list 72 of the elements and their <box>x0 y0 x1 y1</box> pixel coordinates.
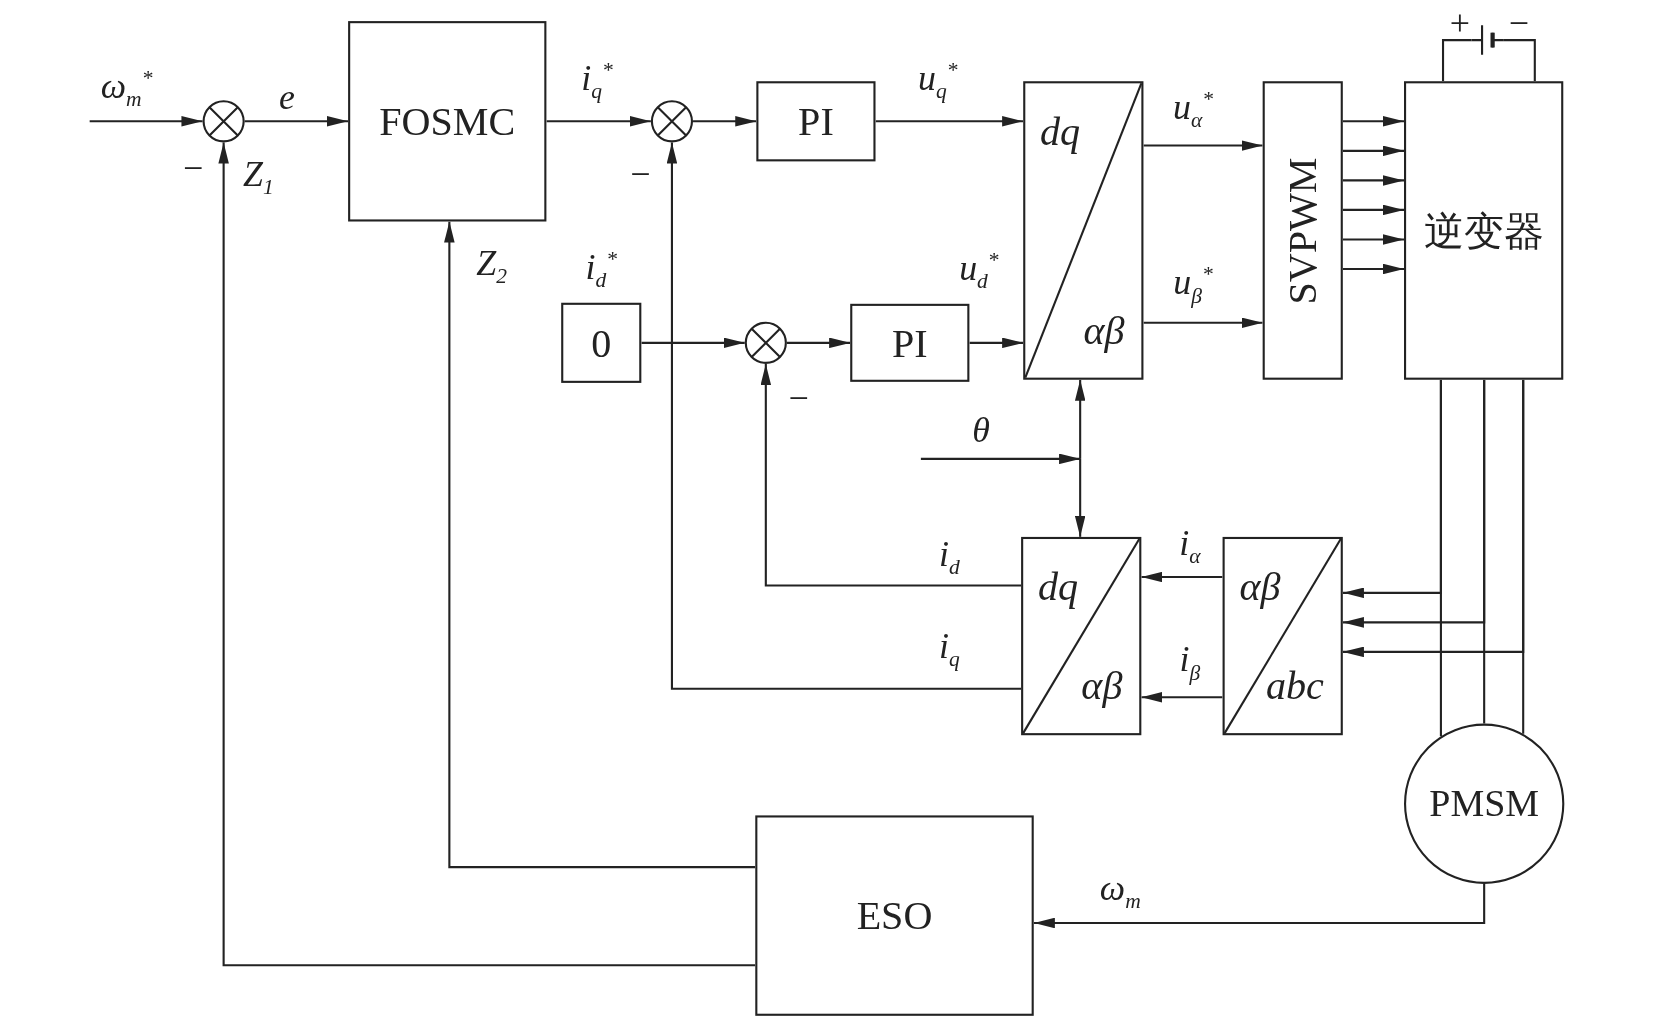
edge-label: i$_{d}$ <box>939 536 960 578</box>
arrow <box>1342 204 1404 216</box>
arrow <box>693 116 757 127</box>
connector-line <box>1503 39 1536 82</box>
arrow <box>666 142 1022 690</box>
arrow <box>244 116 349 127</box>
polarity-sign: + <box>1449 5 1471 42</box>
arrow <box>1143 140 1263 151</box>
block-label: 逆变器 <box>1423 210 1544 251</box>
summing-junction <box>202 100 245 143</box>
edge-label: e <box>278 79 295 115</box>
arrow <box>218 142 756 967</box>
block-box <box>756 81 876 162</box>
arrow <box>1342 263 1404 275</box>
edge-label: i$_{β}$ <box>1179 641 1201 684</box>
edge-label: i$_{q}$ <box>939 628 960 670</box>
transform-label: dq <box>1037 566 1079 607</box>
arrow <box>1342 175 1404 186</box>
block-box <box>1404 81 1564 380</box>
arrow <box>89 116 203 127</box>
arrow <box>920 453 1081 465</box>
sign-label: − <box>630 156 651 192</box>
arrow <box>1342 145 1404 157</box>
transform-box <box>1023 81 1144 380</box>
edge-label: θ <box>972 412 990 449</box>
arrow <box>444 221 756 869</box>
summing-junction <box>650 100 694 143</box>
arrow <box>1342 379 1525 658</box>
edge-label: Z$_{1}$ <box>243 156 274 198</box>
polarity-sign: − <box>1508 5 1530 42</box>
summing-junction <box>744 321 787 364</box>
sign-label: − <box>788 380 809 417</box>
block-box <box>850 303 970 382</box>
arrow <box>1141 692 1223 703</box>
edge-label: ω$_{m}$ <box>1099 870 1141 912</box>
block-label: PI <box>798 101 834 142</box>
arrow <box>641 337 745 349</box>
edge-label: Z$_{2}$ <box>476 245 507 287</box>
block-label: FOSMC <box>379 101 516 142</box>
arrow <box>1074 379 1086 459</box>
block-box <box>348 21 547 222</box>
arrow <box>546 116 651 127</box>
block-box <box>755 815 1034 1016</box>
transform-label: αβ <box>1239 566 1281 607</box>
arrow <box>1033 883 1486 929</box>
connector-line <box>1441 39 1472 82</box>
arrow <box>875 116 1024 127</box>
arrow <box>1342 379 1486 628</box>
edge-label: i$_{α}$ <box>1179 525 1201 568</box>
transform-box <box>1021 536 1142 736</box>
arrow <box>1342 234 1404 245</box>
transform-box <box>1222 536 1343 736</box>
transform-label: αβ <box>1083 310 1125 351</box>
arrow <box>1342 379 1442 599</box>
arrow <box>1143 317 1263 329</box>
block-box <box>1262 81 1343 380</box>
block-box <box>561 302 642 383</box>
battery-symbol <box>1471 23 1504 57</box>
arrow <box>760 363 1022 587</box>
transform-label: abc <box>1265 665 1324 706</box>
block-label: SVPWM <box>1282 156 1323 304</box>
block-label: PI <box>891 322 928 363</box>
arrow <box>1342 116 1404 127</box>
arrow <box>786 337 851 349</box>
transform-label: αβ <box>1081 665 1123 706</box>
sign-label: − <box>182 150 204 187</box>
arrow <box>969 337 1024 349</box>
motor-label: PMSM <box>1429 784 1540 823</box>
arrow <box>1141 571 1223 583</box>
arrow <box>1074 458 1086 537</box>
block-label: ESO <box>856 895 933 936</box>
block-label: 0 <box>591 322 612 363</box>
